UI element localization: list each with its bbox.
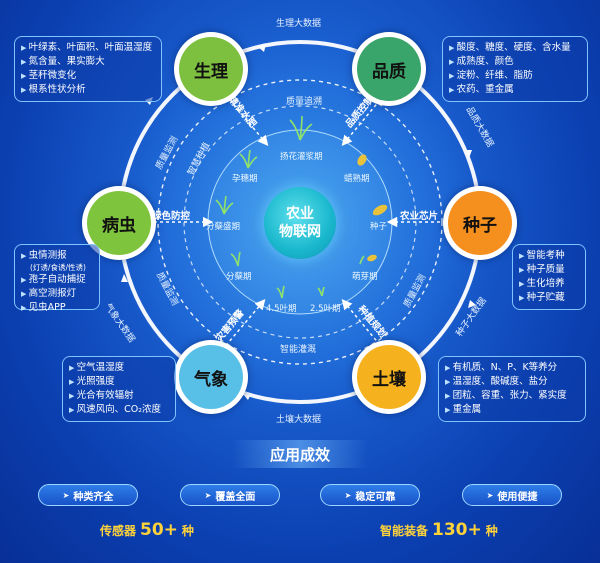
chevron-right-icon: ➤ xyxy=(62,490,70,500)
info-seed-item: 种子贮藏 xyxy=(519,291,579,305)
node-pest-label: 病虫 xyxy=(87,191,151,255)
info-quality-item: 淀粉、纤维、脂肪 xyxy=(449,69,581,83)
pill-label: 稳定可靠 xyxy=(355,491,396,503)
label-green-control: 绿色防控 xyxy=(152,211,191,222)
info-seed-item: 种子质量 xyxy=(519,263,579,277)
info-quality-item: 农药、重金属 xyxy=(449,83,581,97)
stage-leaf-2-5: 2.5叶期 xyxy=(310,304,341,314)
info-soil-item: 温湿度、酸碱度、盐分 xyxy=(445,375,579,389)
info-soil-item: 重金属 xyxy=(445,403,579,417)
pill-coverage[interactable]: ➤ 覆盖全面 xyxy=(180,484,280,506)
ring-label-physiology-data: 生理大数据 xyxy=(276,19,322,29)
node-physiology[interactable]: 生理 xyxy=(174,32,248,106)
node-soil[interactable]: 土壤 xyxy=(352,340,426,414)
pill-label: 使用便捷 xyxy=(497,491,538,503)
info-pest: 虫情测报 (灯诱/食诱/性诱) 孢子自动捕捉 高空测报灯 见虫APP xyxy=(14,244,100,313)
info-physiology: 叶绿素、叶面积、叶面温湿度 氮含量、果实膨大 茎秆微变化 根系性状分析 xyxy=(14,36,162,102)
stage-ripening: 蜡熟期 xyxy=(344,174,370,184)
info-seed-item: 生化培养 xyxy=(519,277,579,291)
info-pest-subitem: (灯诱/食诱/性诱) xyxy=(30,263,86,272)
info-physiology-item: 根系性状分析 xyxy=(21,83,155,97)
info-weather: 空气温湿度 光照强度 光合有效辐射 风速风向、CO₂浓度 xyxy=(62,356,176,422)
info-quality-item: 酸度、糖度、硬度、含水量 xyxy=(449,41,581,55)
chevron-right-icon: ➤ xyxy=(486,490,494,500)
node-quality-label: 品质 xyxy=(357,37,421,101)
node-seed-label: 种子 xyxy=(448,191,512,255)
label-ag-chip: 农业芯片 xyxy=(400,211,439,222)
info-soil-item: 有机质、N、P、K等养分 xyxy=(445,361,579,375)
info-soil-item: 团粒、容重、张力、紧实度 xyxy=(445,389,579,403)
ring-label-soil-data: 土壤大数据 xyxy=(276,415,322,425)
node-soil-label: 土壤 xyxy=(357,345,421,409)
chevron-right-icon: ➤ xyxy=(204,490,212,500)
stage-leaf-4-5: 4.5叶期 xyxy=(266,304,297,314)
node-weather[interactable]: 气象 xyxy=(174,340,248,414)
stat-sensors: 传感器 50+ 种 xyxy=(100,520,194,540)
stage-early-tiller: 分蘖期 xyxy=(226,272,252,282)
pill-variety[interactable]: ➤ 种类齐全 xyxy=(38,484,138,506)
stat-equipment-unit: 种 xyxy=(485,524,498,538)
info-weather-item: 空气温湿度 xyxy=(69,361,169,375)
stat-equipment-label: 智能装备 xyxy=(380,524,429,538)
stage-booting: 孕穗期 xyxy=(232,174,258,184)
info-weather-item: 光照强度 xyxy=(69,375,169,389)
stat-sensors-number: 50+ xyxy=(140,520,178,540)
stat-sensors-unit: 种 xyxy=(181,524,194,538)
node-weather-label: 气象 xyxy=(179,345,243,409)
info-weather-item: 风速风向、CO₂浓度 xyxy=(69,403,169,417)
info-pest-item: 孢子自动捕捉 xyxy=(21,273,93,287)
info-pest-item: 见虫APP xyxy=(21,301,93,315)
label-smart-irrigation: 智能灌溉 xyxy=(280,345,317,355)
effects-title: 应用成效 xyxy=(232,440,368,468)
node-physiology-label: 生理 xyxy=(179,37,243,101)
info-physiology-item: 氮含量、果实膨大 xyxy=(21,55,155,69)
node-pest[interactable]: 病虫 xyxy=(82,186,156,260)
info-pest-item: 高空测报灯 xyxy=(21,287,93,301)
center-iot-hub[interactable]: 农业 物联网 xyxy=(264,187,336,259)
info-quality-item: 成熟度、颜色 xyxy=(449,55,581,69)
stage-heading: 扬花灌浆期 xyxy=(280,152,323,162)
stat-equipment-number: 130+ xyxy=(432,520,482,540)
label-quality-trace: 质量追溯 xyxy=(286,97,323,107)
info-physiology-item: 茎秆微变化 xyxy=(21,69,155,83)
pill-label: 种类齐全 xyxy=(73,491,114,503)
chevron-right-icon: ➤ xyxy=(344,490,352,500)
center-label-line1: 农业 xyxy=(286,206,314,222)
stage-germination: 萌芽期 xyxy=(352,272,378,282)
info-weather-item: 光合有效辐射 xyxy=(69,389,169,403)
pill-stability[interactable]: ➤ 稳定可靠 xyxy=(320,484,420,506)
stage-tillering: 分蘖盛期 xyxy=(206,222,241,232)
node-seed[interactable]: 种子 xyxy=(443,186,517,260)
info-physiology-item: 叶绿素、叶面积、叶面温湿度 xyxy=(21,41,155,55)
info-quality: 酸度、糖度、硬度、含水量 成熟度、颜色 淀粉、纤维、脂肪 农药、重金属 xyxy=(442,36,588,102)
stage-seed: 种子 xyxy=(370,222,388,232)
stat-sensors-label: 传感器 xyxy=(100,524,137,538)
stat-equipment: 智能装备 130+ 种 xyxy=(380,520,498,540)
info-seed: 智能考种 种子质量 生化培养 种子贮藏 xyxy=(512,244,586,310)
info-pest-item: 虫情测报 xyxy=(21,249,93,263)
info-soil: 有机质、N、P、K等养分 温湿度、酸碱度、盐分 团粒、容重、张力、紧实度 重金属 xyxy=(438,356,586,422)
info-seed-item: 智能考种 xyxy=(519,249,579,263)
node-quality[interactable]: 品质 xyxy=(352,32,426,106)
pill-label: 覆盖全面 xyxy=(215,491,256,503)
center-label-line2: 物联网 xyxy=(279,224,321,240)
pill-usability[interactable]: ➤ 使用便捷 xyxy=(462,484,562,506)
